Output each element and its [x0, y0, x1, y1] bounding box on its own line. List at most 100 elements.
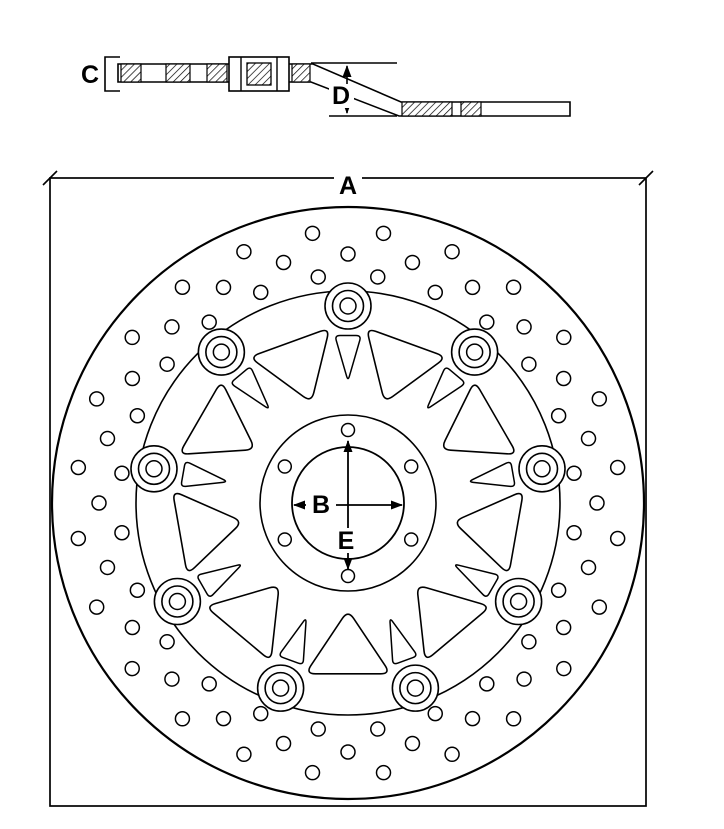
dimension-C: C — [81, 56, 120, 92]
bolt-hole — [340, 422, 356, 438]
drilled-hole — [521, 634, 537, 650]
rivet-center — [271, 679, 290, 697]
dimension-label-E: E — [338, 527, 355, 555]
drilled-hole — [404, 735, 421, 752]
drilled-hole — [591, 391, 608, 407]
drilled-hole — [99, 430, 116, 447]
spoke-window — [253, 329, 329, 400]
spoke-slit — [335, 334, 361, 380]
drilled-hole — [304, 225, 321, 242]
spoke-window — [173, 492, 240, 572]
dimension-label-A-background — [334, 173, 362, 199]
drilled-hole — [370, 721, 386, 737]
dimension-E: E — [332, 440, 360, 570]
spoke-slit — [231, 367, 269, 409]
drilled-hole — [99, 559, 116, 576]
drilled-hole — [609, 530, 626, 547]
drilled-hole-pattern — [70, 225, 626, 781]
drilled-hole — [275, 735, 292, 752]
rivet-cross-section — [228, 56, 290, 92]
spoke-slit — [180, 461, 227, 488]
drilled-hole — [114, 525, 130, 541]
spoke-window — [416, 586, 487, 659]
drilled-hole — [550, 408, 567, 424]
drilled-hole — [253, 284, 269, 301]
flange-hatch-segment — [460, 101, 482, 117]
drilled-hole — [591, 599, 608, 615]
band-hatch-segment — [120, 63, 142, 83]
cross-section-view: C D — [81, 56, 571, 117]
spoke-slit — [389, 619, 417, 665]
dimension-label-C: C — [81, 61, 99, 89]
dimension-label-B: B — [312, 491, 330, 519]
drilled-hole — [124, 370, 141, 387]
drilled-hole — [236, 746, 252, 763]
drilled-hole — [174, 711, 191, 727]
drilled-hole — [159, 634, 175, 650]
spoke-window — [367, 329, 443, 400]
drilled-hole — [159, 356, 175, 372]
drilled-hole — [236, 243, 252, 260]
drilled-hole — [609, 459, 626, 476]
drilled-hole — [304, 764, 321, 781]
drilled-hole — [129, 408, 146, 424]
drilled-hole — [310, 269, 326, 285]
drilled-hole — [164, 671, 180, 687]
drilled-hole — [566, 525, 582, 541]
band-hatch-segment — [206, 63, 228, 83]
band-hatch-segment — [165, 63, 191, 83]
drilled-hole — [275, 254, 292, 271]
rivet-center — [168, 592, 187, 611]
rivet-center — [339, 297, 357, 315]
drilled-hole — [253, 705, 269, 722]
drilled-hole — [370, 269, 386, 285]
drilled-hole — [444, 243, 460, 260]
drilled-hole — [340, 744, 356, 760]
drilled-hole — [164, 319, 180, 335]
drilled-hole — [70, 459, 87, 476]
dimension-tick-left — [42, 170, 58, 186]
drilled-hole — [505, 711, 522, 727]
drilled-hole — [550, 582, 567, 598]
drilled-hole — [479, 676, 495, 692]
spoke-window — [442, 384, 515, 455]
bolt-hole — [277, 459, 293, 474]
drilled-hole — [310, 721, 326, 737]
rivet-center — [212, 343, 231, 361]
drilled-hole — [215, 710, 232, 727]
drilled-hole — [404, 254, 421, 271]
section-hatching — [120, 63, 482, 117]
drilled-hole — [521, 356, 537, 372]
spoke-slit — [197, 564, 242, 597]
drilled-hole — [88, 599, 105, 615]
spoke-slit — [454, 564, 499, 597]
drilled-hole — [114, 465, 130, 481]
floating-rivets — [130, 282, 566, 712]
spoke-slit — [279, 619, 307, 665]
dimension-tick-right — [638, 170, 654, 186]
dimension-label-A: A — [339, 172, 357, 200]
drilled-hole — [201, 314, 217, 330]
drilled-hole — [91, 495, 107, 511]
front-view: A B E — [42, 170, 654, 807]
bolt-hole — [340, 568, 356, 584]
drilled-hole — [505, 279, 522, 295]
drilled-hole — [427, 705, 443, 722]
dimension-label-D: D — [332, 82, 350, 110]
drilled-hole — [464, 710, 481, 727]
drilled-hole — [580, 559, 597, 576]
bolt-hole — [277, 532, 293, 547]
drilled-hole — [580, 430, 597, 447]
drilled-hole — [479, 314, 495, 330]
flange-hatch-segment — [401, 101, 453, 117]
bolt-hole — [403, 459, 419, 474]
rivet-center — [465, 343, 484, 361]
drilled-hole — [464, 279, 481, 296]
dimension-label-E-background — [332, 528, 360, 553]
spoke-window — [456, 492, 523, 572]
drilled-hole — [516, 319, 532, 335]
drilled-hole — [556, 329, 572, 346]
drilled-hole — [70, 530, 87, 547]
spoke-window — [209, 586, 280, 659]
